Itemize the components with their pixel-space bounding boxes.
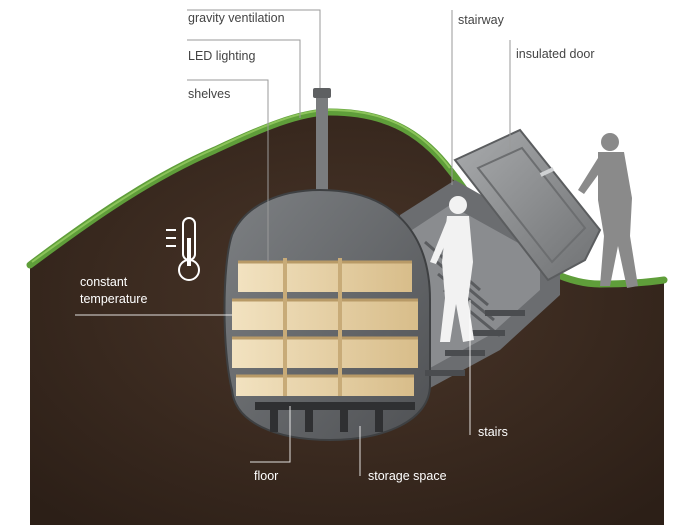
label-constant-temperature-1: constant xyxy=(80,275,128,289)
person-on-stairs-figure xyxy=(430,196,474,342)
label-floor: floor xyxy=(254,469,278,483)
label-stairs: stairs xyxy=(478,425,508,439)
thermometer-icon xyxy=(166,217,200,281)
person-at-door-figure xyxy=(578,133,638,288)
label-storage-space: storage space xyxy=(368,469,447,483)
shelves xyxy=(232,258,418,396)
label-shelves: shelves xyxy=(188,87,230,101)
grass-edge xyxy=(26,108,668,288)
leader-lines xyxy=(75,9,511,476)
floor-slats xyxy=(255,402,415,432)
grass-highlight xyxy=(31,108,451,263)
label-constant-temperature-2: temperature xyxy=(80,292,147,306)
insulated-door xyxy=(453,128,602,282)
label-stairway: stairway xyxy=(458,13,505,27)
label-led-lighting: LED lighting xyxy=(188,49,255,63)
label-gravity-ventilation: gravity ventilation xyxy=(188,11,285,25)
label-insulated-door: insulated door xyxy=(516,47,595,61)
ventilation-cap xyxy=(313,88,331,98)
ventilation-pipe xyxy=(316,90,328,200)
stair-steps xyxy=(425,310,525,376)
